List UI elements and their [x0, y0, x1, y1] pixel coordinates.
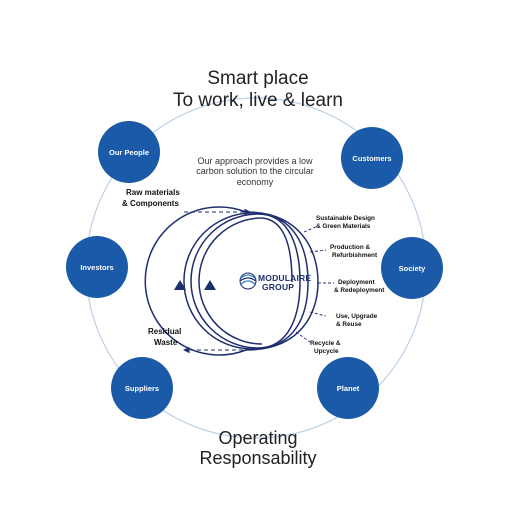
circle-society: [381, 237, 443, 299]
economy-arc-2: [183, 212, 253, 350]
approach-text: Our approach provides a low carbon solut…: [196, 156, 314, 187]
stage-4-line1: Use, Upgrade: [336, 313, 378, 320]
label-planet: Planet: [336, 384, 360, 393]
economy-arcs: [144, 206, 263, 356]
header-line1: Smart place: [207, 68, 309, 89]
label-customers: Customers: [352, 154, 392, 163]
loop-arrow-outer: [174, 280, 186, 290]
stage-5-line1: Recycle &: [310, 340, 341, 347]
raw-materials-line1: Raw materials: [126, 188, 180, 197]
stage-2-line2: Refurbishment: [332, 252, 378, 259]
economy-arcs-right: [245, 211, 319, 351]
footer-line1: Operating: [218, 428, 298, 448]
residual-waste-line2: Waste: [154, 338, 178, 347]
circle-planet: [317, 357, 379, 419]
economy-arc-3: [190, 213, 259, 349]
logo-globe-icon: [239, 272, 257, 290]
stage-1-line2: & Green Materials: [316, 223, 371, 230]
label-investors: Investors: [80, 263, 114, 272]
label-suppliers: Suppliers: [124, 384, 160, 393]
economy-arc-1: [144, 206, 247, 356]
stage-3-line1: Deployment: [338, 279, 375, 286]
stage-3-line2: & Redeployment: [334, 287, 385, 294]
stage-5-line2: Upcycle: [314, 348, 339, 355]
residual-waste-line1: Residual: [148, 327, 182, 336]
circle-our-people: [98, 121, 160, 183]
stage-4-line2: & Reuse: [336, 321, 362, 328]
economy-arc-4: [198, 217, 263, 345]
label-our-people: Our People: [108, 148, 149, 157]
raw-materials-line2: & Components: [122, 199, 179, 208]
circle-customers: [341, 127, 403, 189]
logo-line1: MODULAIRE: [258, 273, 312, 283]
footer-line2: Responsability: [199, 448, 317, 468]
label-society: Society: [398, 264, 426, 273]
logo-line2: GROUP: [262, 282, 295, 292]
circle-suppliers: [111, 357, 173, 419]
loop-arrow-inner: [204, 280, 216, 290]
circle-investors: [66, 236, 128, 298]
stage-1-line1: Sustainable Design: [316, 215, 375, 222]
stage-leaders: [295, 225, 334, 343]
header-line2: To work, live & learn: [172, 90, 343, 111]
stage-2-line1: Production &: [330, 244, 371, 251]
